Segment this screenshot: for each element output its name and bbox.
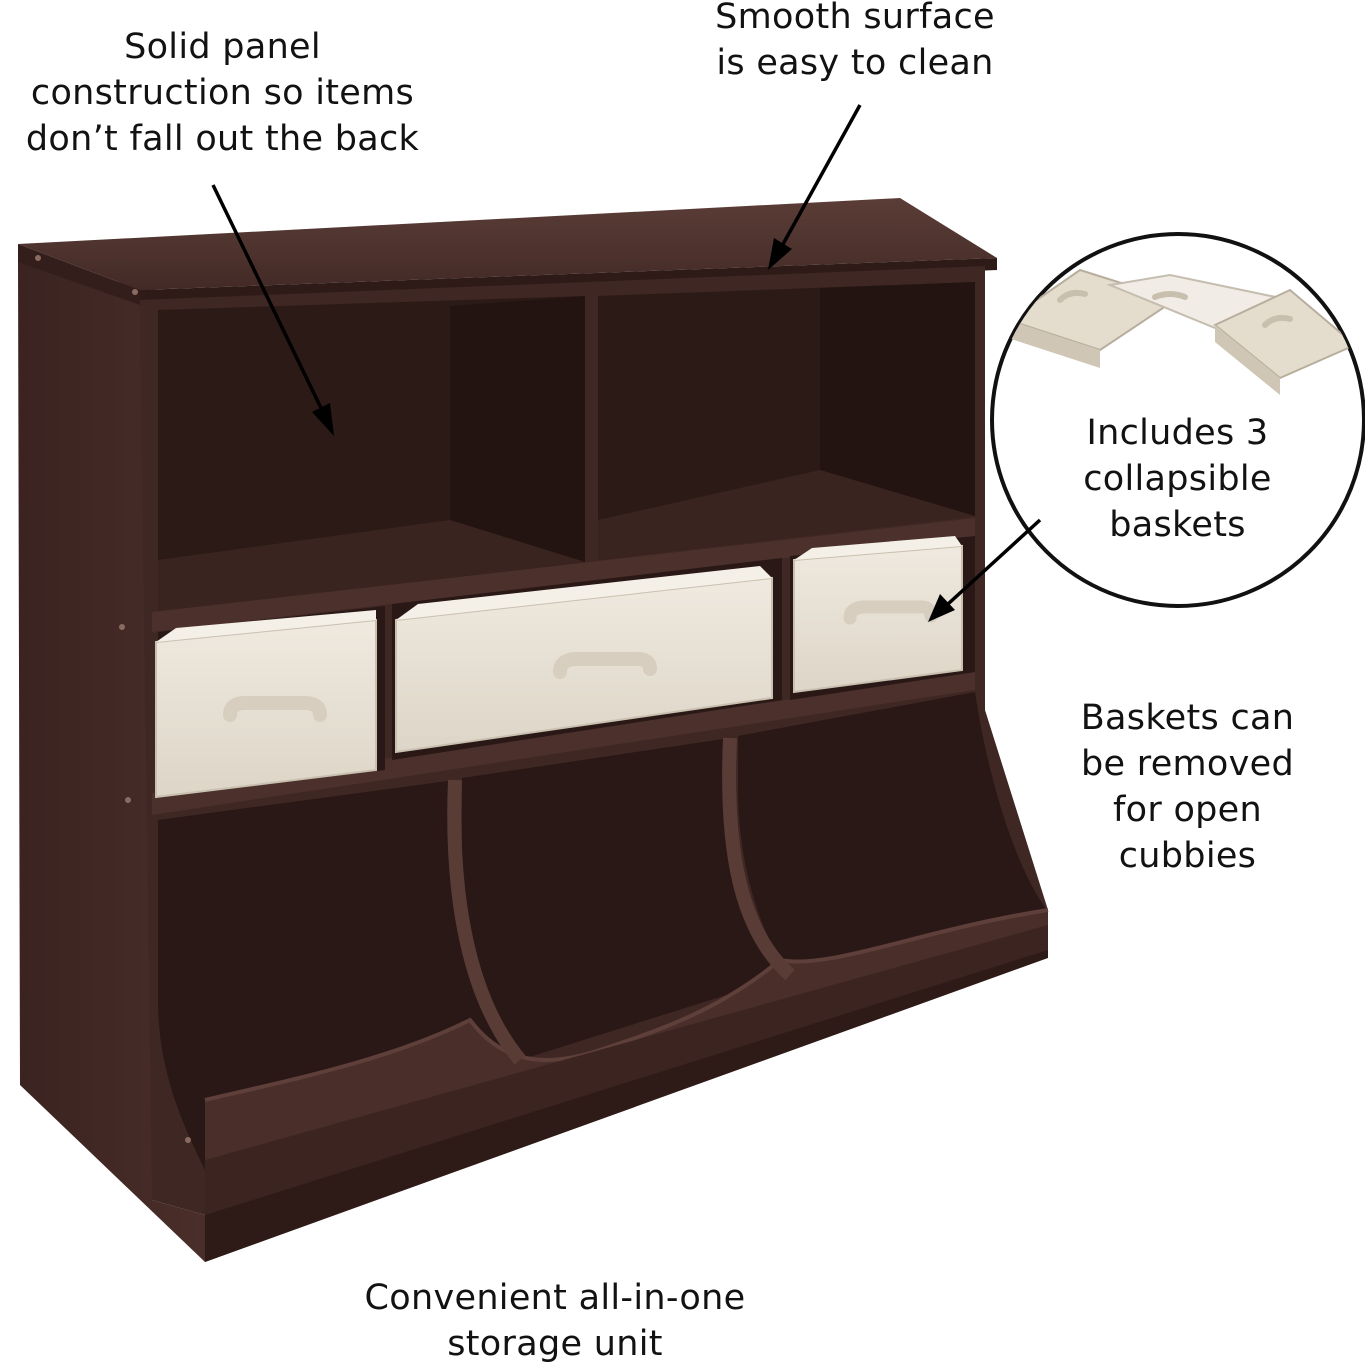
cabinet-side-panel — [18, 258, 205, 1262]
callout-solid-panel-line-3: don’t fall out the back — [25, 119, 420, 159]
callout-removable-line-4: cubbies — [1118, 836, 1257, 876]
callout-smooth-surface: Smooth surface is easy to clean — [680, 0, 1030, 86]
callout-storage-unit-line-2: storage unit — [447, 1324, 663, 1364]
callout-includes-baskets-line-2: collapsible — [1083, 459, 1272, 499]
callout-storage-unit-line-1: Convenient all-in-one — [364, 1278, 746, 1318]
callout-storage-unit: Convenient all-in-one storage unit — [300, 1275, 810, 1367]
callout-smooth-surface-line-2: is easy to clean — [716, 43, 994, 83]
callout-smooth-surface-line-1: Smooth surface — [715, 0, 995, 37]
callout-removable-line-2: be removed — [1081, 744, 1294, 784]
callout-removable-line-3: for open — [1113, 790, 1262, 830]
callout-solid-panel-line-2: construction so items — [30, 73, 415, 113]
callout-includes-baskets-line-1: Includes 3 — [1086, 413, 1269, 453]
callout-solid-panel-line-1: Solid panel — [124, 27, 321, 67]
callout-removable-baskets: Baskets can be removed for open cubbies — [1040, 695, 1335, 879]
collapsed-baskets-inset — [990, 232, 1365, 608]
callout-includes-baskets: Includes 3 collapsible baskets — [1040, 410, 1315, 548]
callout-removable-line-1: Baskets can — [1080, 698, 1295, 738]
fabric-basket-right — [793, 536, 963, 694]
bottom-bin-right — [738, 692, 1048, 975]
storage-cabinet — [18, 198, 1049, 1262]
callout-solid-panel: Solid panel construction so items don’t … — [0, 24, 445, 162]
callout-includes-baskets-line-3: baskets — [1109, 505, 1246, 545]
bottom-bin-middle — [462, 738, 790, 1060]
fabric-basket-middle — [395, 566, 773, 754]
cabinet-top-surface — [18, 198, 997, 290]
fabric-basket-left — [155, 610, 377, 799]
callout-arrows — [211, 104, 1042, 622]
